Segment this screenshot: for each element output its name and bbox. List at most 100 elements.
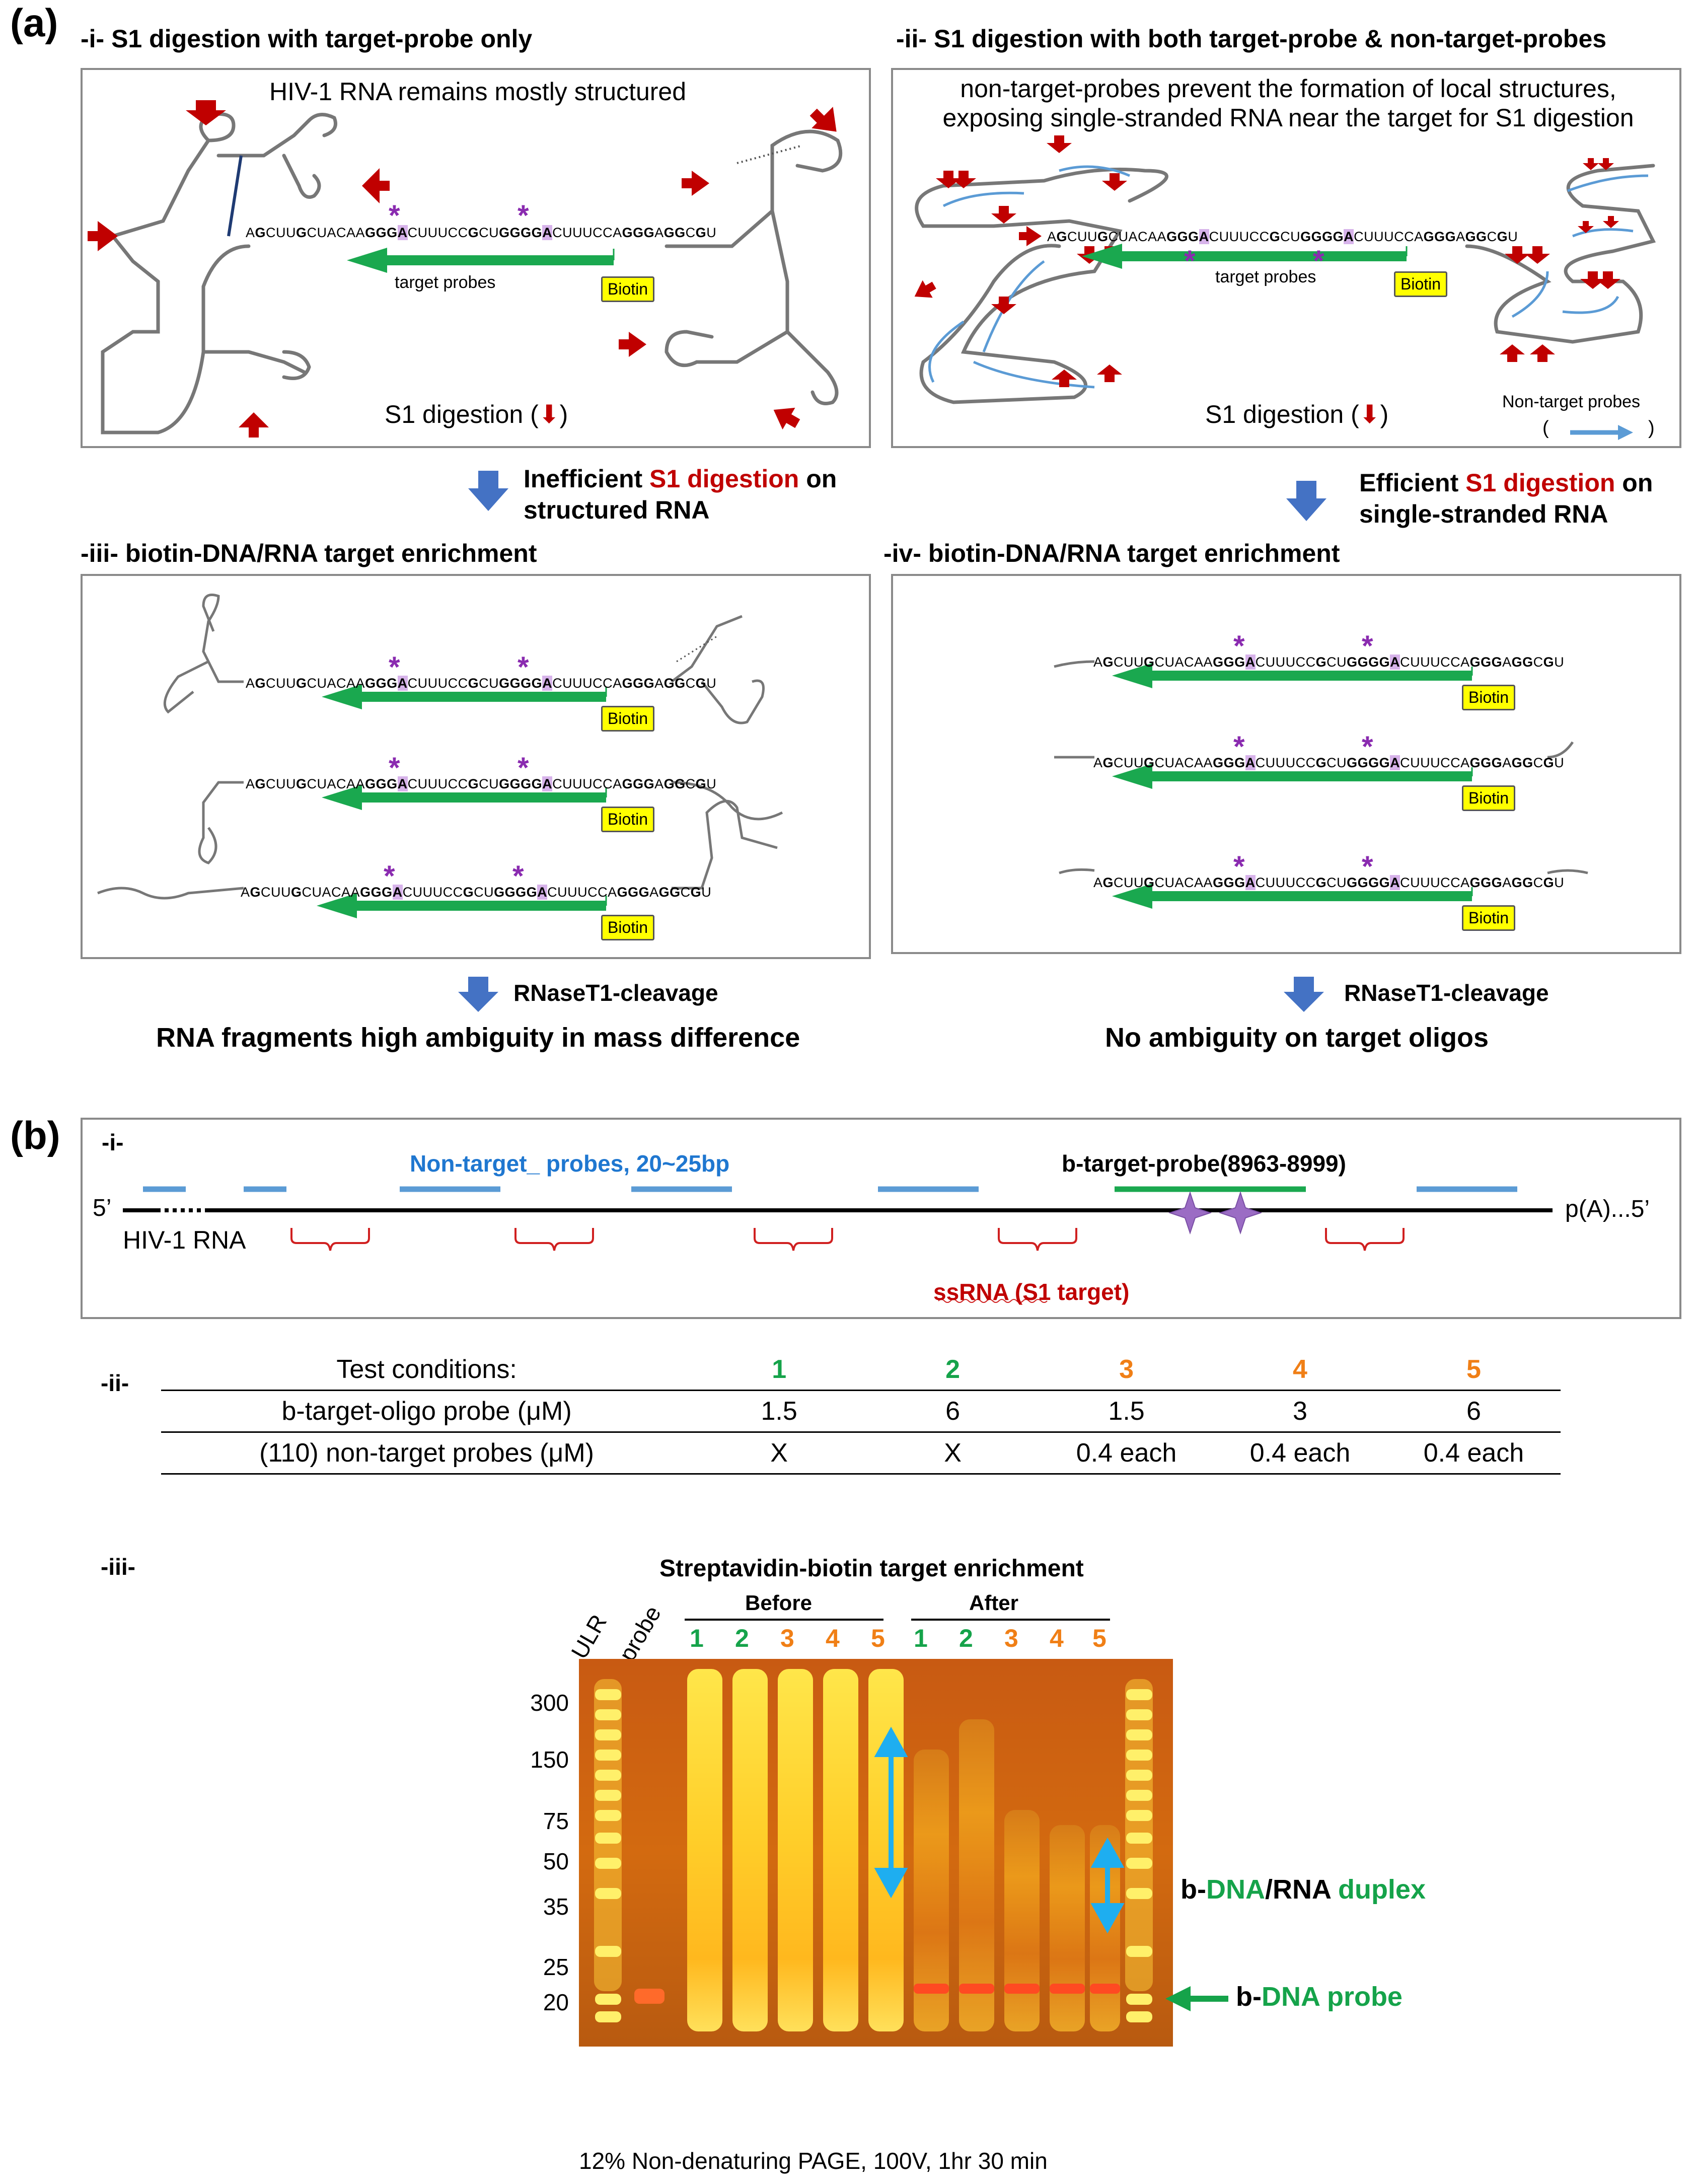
hiv-rna-label: HIV-1 RNA: [123, 1226, 246, 1254]
gel-caption: 12% Non-denaturing PAGE, 100V, 1hr 30 mi…: [579, 2148, 1048, 2174]
non-target-note-line2: exposing single-stranded RNA near the ta…: [942, 104, 1634, 132]
ladder-band: [595, 1709, 621, 1720]
after-lane-3-label: 3: [1004, 1624, 1018, 1652]
ladder-band: [595, 1810, 621, 1821]
ladder-band: [1126, 1858, 1152, 1869]
after-bracket: [911, 1619, 1110, 1621]
modification-star: *: [1362, 731, 1373, 763]
green-arrow-icon: [1165, 1986, 1228, 2011]
biotin-tag: Biotin: [1462, 785, 1516, 811]
modification-star: *: [1233, 630, 1245, 663]
non-target-probes-label: Non-target_ probes, 20~25bp: [410, 1150, 730, 1177]
panel-a-iv-box: Biotin Biotin Biotin: [891, 574, 1681, 954]
modification-star: *: [1313, 245, 1324, 277]
ladder-band: [1126, 1946, 1152, 1957]
efficient-digestion-note: Efficient S1 digestion on single-strande…: [1359, 469, 1653, 528]
target-sequence: AGCUUGCUACAAGGGACUUUCCGCUGGGGACUUUCCAGGG…: [246, 225, 717, 240]
before-lane-1-label: 1: [690, 1624, 704, 1652]
unfolded-rna-drawing: [914, 135, 1656, 440]
enriched-sequence-iv: AGCUUGCUACAAGGGACUUUCCGCUGGGGACUUUCCAGGG…: [1093, 755, 1565, 770]
header-label: Test conditions:: [336, 1355, 517, 1384]
modification-star: *: [518, 651, 529, 684]
table-cell: 0.4 each: [1076, 1438, 1177, 1468]
ladder-band: [1126, 1750, 1152, 1761]
ladder-marker-50: 50: [543, 1848, 569, 1874]
ladder-band: [1126, 1833, 1152, 1844]
table-cell: 3: [1293, 1397, 1307, 1426]
row-label: b-target-oligo probe (μM): [281, 1397, 572, 1426]
lane-ulr-label: ULR: [566, 1610, 612, 1663]
biotin-tag: Biotin: [1462, 905, 1516, 931]
panel-b-i-box: -i- 5’ HIV-1 RNA Non-target_ probes, 20~…: [81, 1118, 1681, 1319]
before-lane-4-label: 4: [826, 1624, 840, 1652]
after-lane-4-label: 4: [1050, 1624, 1064, 1652]
biotin-tag: Biotin: [601, 276, 655, 302]
five-prime-label: 5’: [93, 1195, 112, 1221]
after-lane-5-label: 5: [1092, 1624, 1107, 1652]
rnase-step-left: RNaseT1-cleavage: [513, 980, 718, 1006]
before-label: Before: [745, 1591, 813, 1615]
target-probes-label: target probes: [395, 273, 496, 292]
condition-header: 5: [1466, 1355, 1481, 1384]
legend-close-paren: ): [1648, 417, 1655, 439]
condition-header: 1: [772, 1355, 787, 1384]
enriched-sequence-iv: AGCUUGCUACAAGGGACUUUCCGCUGGGGACUUUCCAGGG…: [1093, 875, 1565, 890]
modification-star: *: [389, 199, 400, 232]
ladder-band: [595, 1888, 621, 1899]
result-left: RNA fragments high ambiguity in mass dif…: [156, 1023, 800, 1053]
modification-star: *: [389, 651, 400, 684]
down-arrow-icon: [468, 471, 508, 511]
ladder-marker-35: 35: [543, 1894, 569, 1920]
table-row: Test conditions: 1 2 3 4 5: [161, 1349, 1561, 1391]
modification-star: *: [384, 860, 395, 893]
table-cell: 0.4 each: [1423, 1438, 1524, 1468]
structured-note: HIV-1 RNA remains mostly structured: [269, 78, 687, 106]
modification-star: *: [1362, 630, 1373, 663]
biotin-tag-ii: Biotin: [1394, 271, 1448, 297]
panel-a-iii-title: -iii- biotin-DNA/RNA target enrichment: [81, 539, 537, 567]
modification-star: *: [518, 752, 529, 784]
before-lane-3-label: 3: [780, 1624, 794, 1652]
enriched-sequence: AGCUUGCUACAAGGGACUUUCCGCUGGGGACUUUCCAGGG…: [241, 885, 712, 900]
enriched-sequence: AGCUUGCUACAAGGGACUUUCCGCUGGGGACUUUCCAGGG…: [246, 776, 717, 791]
ladder-marker-300: 300: [530, 1690, 569, 1716]
non-target-legend-label: Non-target probes: [1502, 392, 1641, 411]
ssrna-label: ssRNA (S1 target): [933, 1279, 1130, 1305]
before-bracket: [685, 1619, 883, 1621]
ladder-band: [595, 1729, 621, 1740]
before-lane-2-label: 2: [735, 1624, 749, 1652]
dna-probe-label: b-DNA probe: [1236, 1982, 1403, 2012]
duplex-label: b-DNA/RNA duplex: [1181, 1874, 1426, 1905]
panel-a-i-title: -i- S1 digestion with target-probe only: [81, 25, 533, 53]
ladder-band: [1126, 1790, 1152, 1801]
condition-header: 3: [1119, 1355, 1134, 1384]
down-arrow-icon: [1286, 481, 1326, 521]
biotin-tag: Biotin: [601, 706, 655, 732]
rnase-step-right: RNaseT1-cleavage: [1344, 980, 1549, 1006]
ladder-band: [1126, 1994, 1152, 2005]
table-row: (110) non-target probes (μM) X X 0.4 eac…: [161, 1432, 1561, 1474]
inefficient-digestion-note: Inefficient S1 digestion on structured R…: [524, 465, 837, 524]
before-lane-5-label: 5: [871, 1624, 885, 1652]
modification-star: *: [518, 199, 529, 232]
condition-header: 2: [945, 1355, 961, 1384]
panel-a-ii-box: non-target-probes prevent the formation …: [891, 68, 1681, 448]
row-label: (110) non-target probes (μM): [259, 1438, 594, 1468]
table-cell: 1.5: [1108, 1397, 1145, 1426]
lane-probe-label: probe: [614, 1601, 666, 1666]
modification-star: *: [1362, 850, 1373, 883]
modification-star: *: [389, 752, 400, 784]
biotin-tag: Biotin: [601, 915, 655, 940]
table-cell: X: [944, 1438, 962, 1468]
table-cell: 6: [945, 1397, 961, 1426]
ladder-band: [595, 1770, 621, 1781]
panel-b-ii-label: -ii-: [101, 1370, 129, 1396]
ladder-band: [595, 2011, 621, 2022]
s1-arrow-icon: ⬇: [1359, 400, 1380, 428]
ladder-band: [1126, 1709, 1152, 1720]
ladder-band: [595, 1946, 621, 1957]
panel-a-ii-title: -ii- S1 digestion with both target-probe…: [896, 25, 1607, 53]
table-cell: 0.4 each: [1249, 1438, 1351, 1468]
modification-star: *: [512, 860, 524, 893]
down-arrow-icon: [458, 977, 498, 1012]
